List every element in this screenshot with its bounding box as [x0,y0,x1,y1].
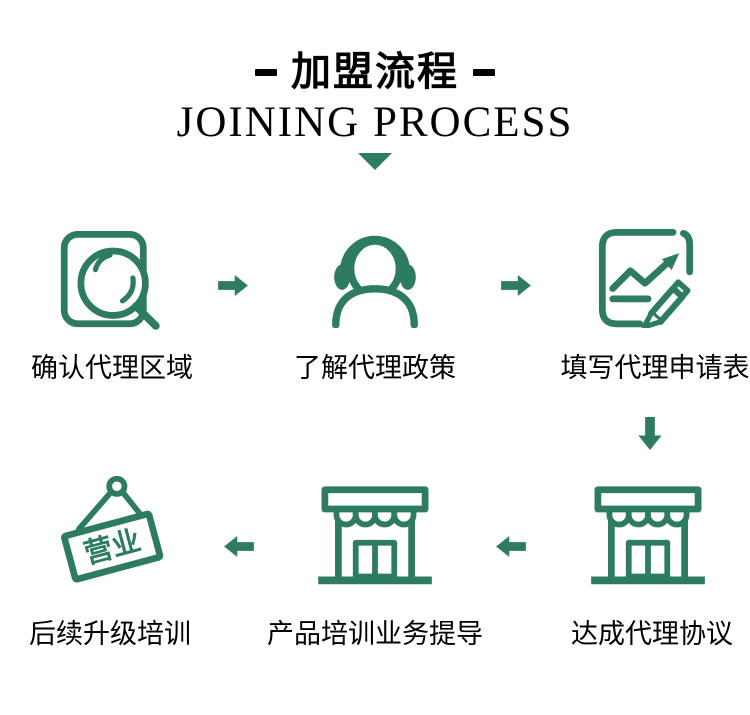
customer-service-icon [322,222,428,328]
title-dash-right [473,68,495,76]
arrow-left-icon [224,536,254,557]
page-subtitle: JOINING PROCESS [176,99,574,146]
step-label: 了解代理政策 [294,353,456,383]
page-title: 加盟流程 [291,50,459,94]
page-title-row: 加盟流程 [0,48,750,96]
arrow-left-icon [496,536,526,557]
title-dash-left [255,68,277,76]
arrow-right-icon [218,275,248,296]
arrow-down-icon [638,417,662,450]
search-document-icon [58,226,162,330]
open-sign-icon: 营业 [52,472,176,596]
arrow-right-icon [501,275,531,296]
step-label: 确认代理区域 [31,353,193,383]
down-triangle-icon [358,153,392,170]
step-label: 产品培训业务提导 [267,619,483,649]
step-label: 后续升级培训 [29,619,191,649]
step-label: 达成代理协议 [571,619,733,649]
form-chart-pencil-icon [594,224,698,328]
storefront-icon [590,484,706,590]
storefront-icon [317,484,433,590]
step-label: 填写代理申请表 [560,353,750,383]
